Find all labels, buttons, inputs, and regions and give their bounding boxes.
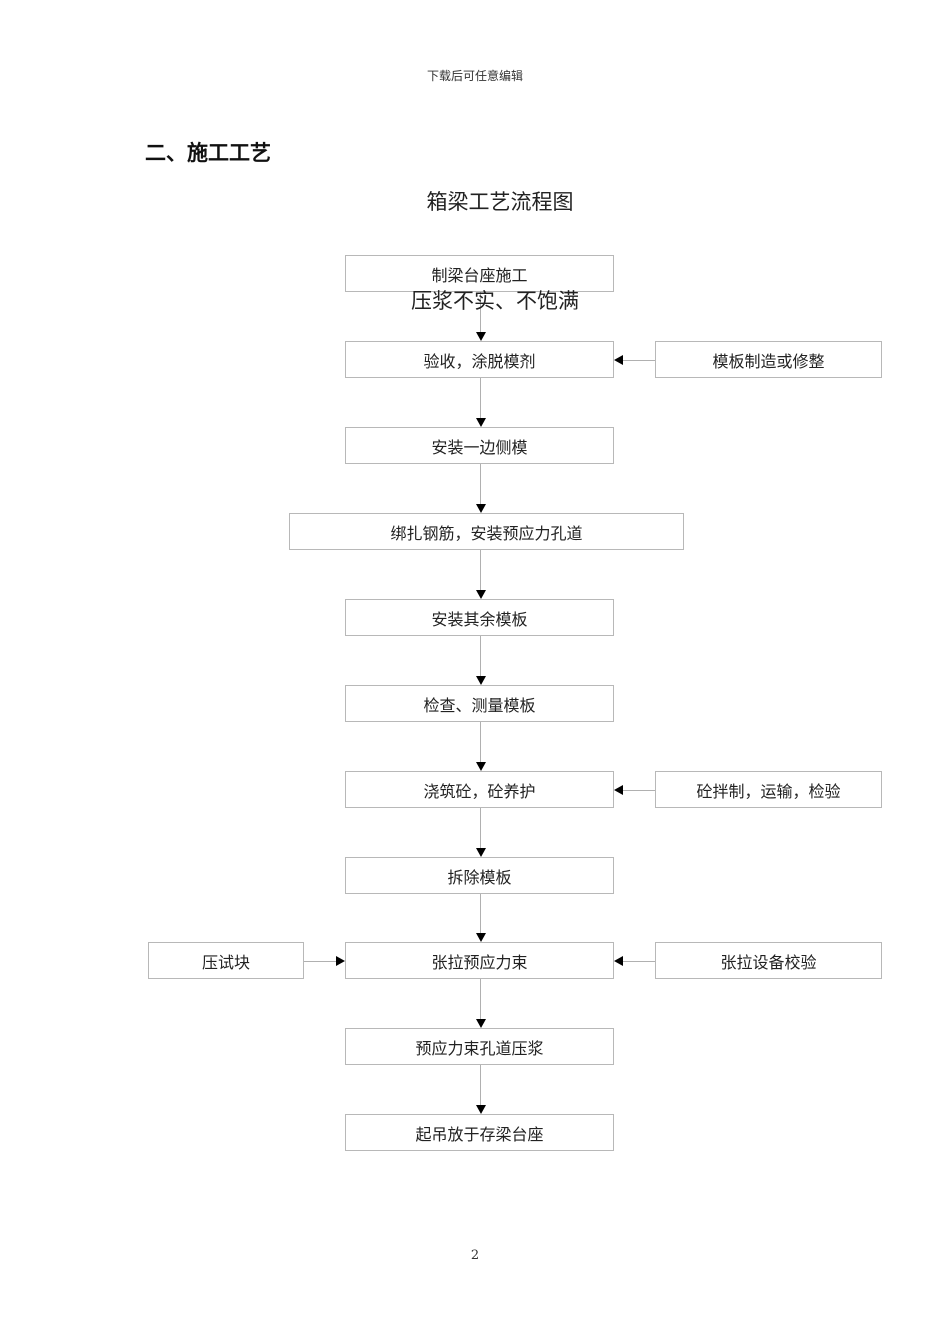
- step-label: 验收，涂脱模剂: [423, 351, 536, 371]
- step-label: 预应力束孔道压浆: [415, 1038, 544, 1058]
- step-label: 张拉预应力束: [431, 952, 528, 972]
- step-box-pour-concrete: 浇筑砼，砼养护: [345, 771, 614, 808]
- arrow-left-icon: [614, 785, 623, 795]
- connector-line: [480, 464, 481, 505]
- connector-line: [480, 808, 481, 849]
- step-box-check-forms: 检查、测量模板: [345, 685, 614, 722]
- arrow-down-icon: [476, 1019, 486, 1028]
- arrow-down-icon: [476, 418, 486, 427]
- connector-line: [622, 790, 655, 791]
- step-box-lift-to-storage: 起吊放于存梁台座: [345, 1114, 614, 1151]
- connector-line: [480, 894, 481, 934]
- overlay-note: 压浆不实、不饱满: [411, 289, 579, 313]
- arrow-down-icon: [476, 332, 486, 341]
- arrow-down-icon: [476, 848, 486, 857]
- arrow-down-icon: [476, 933, 486, 942]
- section-heading: 二、施工工艺: [145, 141, 271, 165]
- step-label: 安装一边侧模: [431, 437, 528, 457]
- connector-line: [480, 1065, 481, 1106]
- flowchart-title: 箱梁工艺流程图: [426, 190, 574, 214]
- step-label: 浇筑砼，砼养护: [423, 781, 536, 801]
- connector-line: [480, 636, 481, 677]
- connector-line: [480, 550, 481, 591]
- arrow-left-icon: [614, 956, 623, 966]
- step-box-tensioning: 张拉预应力束: [345, 942, 614, 979]
- step-label: 安装其余模板: [431, 609, 528, 629]
- step-label: 起吊放于存梁台座: [415, 1124, 544, 1144]
- arrow-down-icon: [476, 590, 486, 599]
- step-label: 绑扎钢筋，安装预应力孔道: [390, 523, 583, 543]
- connector-line: [622, 961, 655, 962]
- step-box-grouting: 预应力束孔道压浆: [345, 1028, 614, 1065]
- arrow-down-icon: [476, 676, 486, 685]
- step-box-remaining-forms: 安装其余模板: [345, 599, 614, 636]
- arrow-down-icon: [476, 1105, 486, 1114]
- arrow-right-icon: [336, 956, 345, 966]
- step-box-casting-bed: 制梁台座施工: [345, 255, 614, 292]
- connector-line: [622, 360, 655, 361]
- step-label: 拆除模板: [447, 867, 512, 887]
- connector-line: [480, 292, 481, 333]
- side-box-concrete: 砼拌制，运输，检验: [655, 771, 882, 808]
- arrow-down-icon: [476, 762, 486, 771]
- step-box-rebar-ducts: 绑扎钢筋，安装预应力孔道: [289, 513, 684, 550]
- side-box-formwork: 模板制造或修整: [655, 341, 882, 378]
- side-label: 压试块: [201, 952, 250, 972]
- side-label: 张拉设备校验: [720, 952, 817, 972]
- connector-line: [304, 961, 337, 962]
- step-box-strip-forms: 拆除模板: [345, 857, 614, 894]
- arrow-left-icon: [614, 355, 623, 365]
- step-box-inspect-release-agent: 验收，涂脱模剂: [345, 341, 614, 378]
- step-label: 制梁台座施工: [431, 265, 528, 285]
- arrow-down-icon: [476, 504, 486, 513]
- connector-line: [480, 979, 481, 1020]
- page-number: 2: [470, 1248, 480, 1263]
- page-header: 下载后可任意编辑: [426, 69, 523, 83]
- step-box-side-form: 安装一边侧模: [345, 427, 614, 464]
- step-label: 检查、测量模板: [423, 695, 536, 715]
- side-label: 模板制造或修整: [712, 351, 825, 371]
- side-box-tension-equipment: 张拉设备校验: [655, 942, 882, 979]
- side-box-test-block: 压试块: [148, 942, 304, 979]
- side-label: 砼拌制，运输，检验: [696, 781, 841, 801]
- connector-line: [480, 722, 481, 763]
- connector-line: [480, 378, 481, 419]
